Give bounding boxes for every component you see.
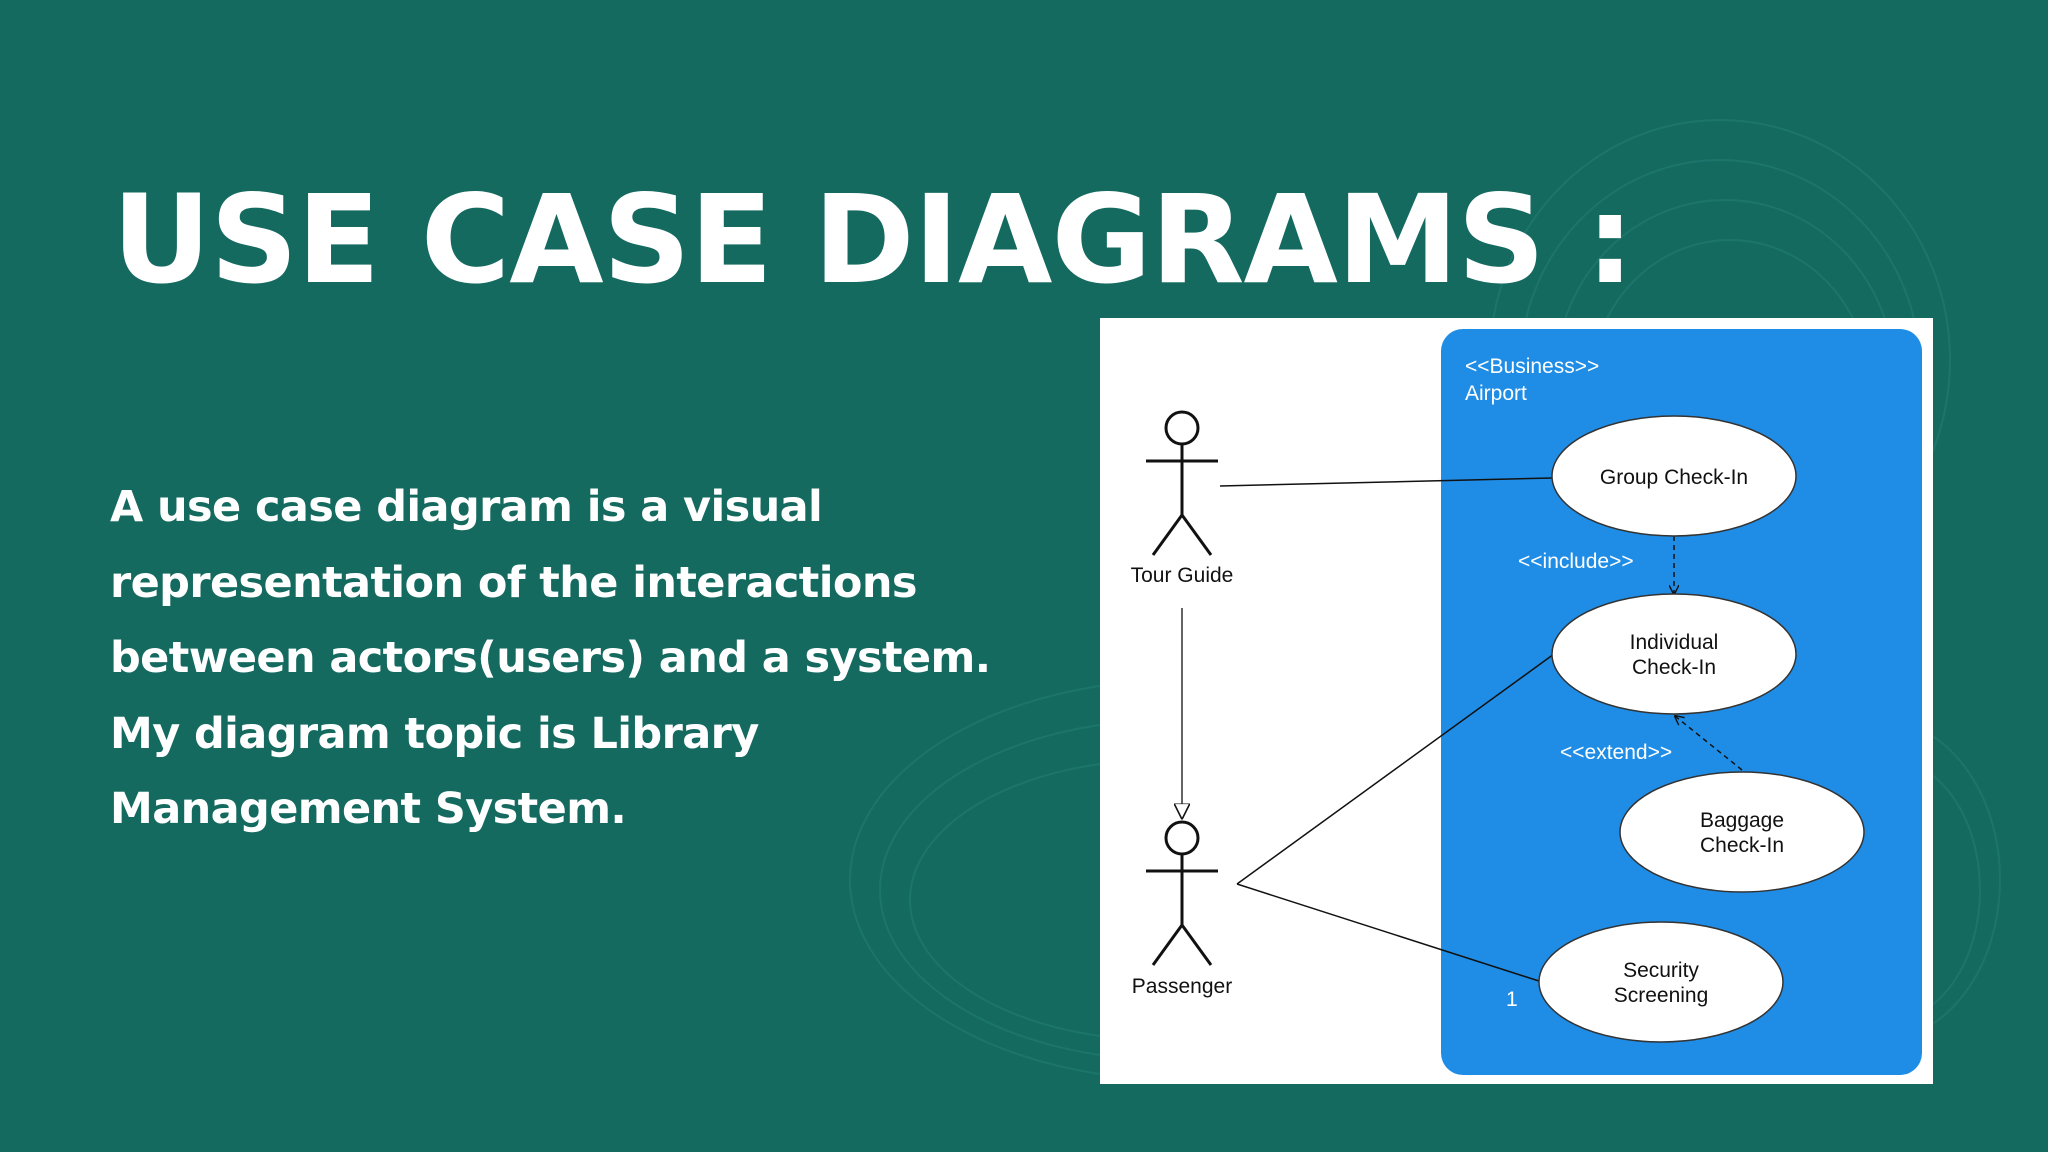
description-line: A use case diagram is a visual bbox=[110, 482, 823, 532]
include-label: <<include>> bbox=[1518, 550, 1634, 573]
association-line bbox=[1219, 477, 1553, 487]
system-name: Airport bbox=[1465, 382, 1527, 405]
use-case-diagram: <<Business>> Airport 1 <<include>> <<ext… bbox=[1100, 318, 1933, 1084]
use-case-individual-check-in bbox=[1551, 593, 1797, 715]
actor-tour-guide bbox=[1146, 410, 1218, 556]
actor-tour-guide-label: Tour Guide bbox=[1131, 564, 1234, 587]
use-case-label: Individual bbox=[1630, 631, 1719, 654]
multiplicity-label: 1 bbox=[1506, 988, 1518, 1011]
use-case-label: Baggage bbox=[1700, 809, 1784, 832]
description-line: My diagram topic is Library bbox=[110, 708, 759, 759]
association-line bbox=[1236, 653, 1555, 885]
description-line: Management System. bbox=[110, 784, 627, 834]
use-case-label: Check-In bbox=[1632, 656, 1716, 679]
extend-label: <<extend>> bbox=[1560, 741, 1672, 764]
use-case-security-screening bbox=[1538, 921, 1784, 1043]
actor-passenger bbox=[1146, 820, 1218, 966]
use-case-label: Security bbox=[1623, 959, 1699, 982]
use-case-label: Group Check-In bbox=[1600, 466, 1748, 489]
actor-passenger-label: Passenger bbox=[1132, 975, 1232, 998]
slide-title: USE CASE DIAGRAMS : bbox=[112, 169, 1634, 311]
slide-description: A use case diagram is a visual represent… bbox=[110, 470, 1010, 848]
description-line: representation of the interactions bbox=[110, 557, 917, 608]
use-case-group-check-in bbox=[1551, 415, 1797, 537]
association-line bbox=[1236, 883, 1543, 983]
use-case-label: Screening bbox=[1614, 984, 1709, 1007]
system-stereotype: <<Business>> bbox=[1465, 355, 1599, 378]
use-case-label: Check-In bbox=[1700, 834, 1784, 857]
use-case-baggage-check-in bbox=[1619, 771, 1865, 893]
description-line: between actors(users) and a system. bbox=[110, 633, 991, 683]
